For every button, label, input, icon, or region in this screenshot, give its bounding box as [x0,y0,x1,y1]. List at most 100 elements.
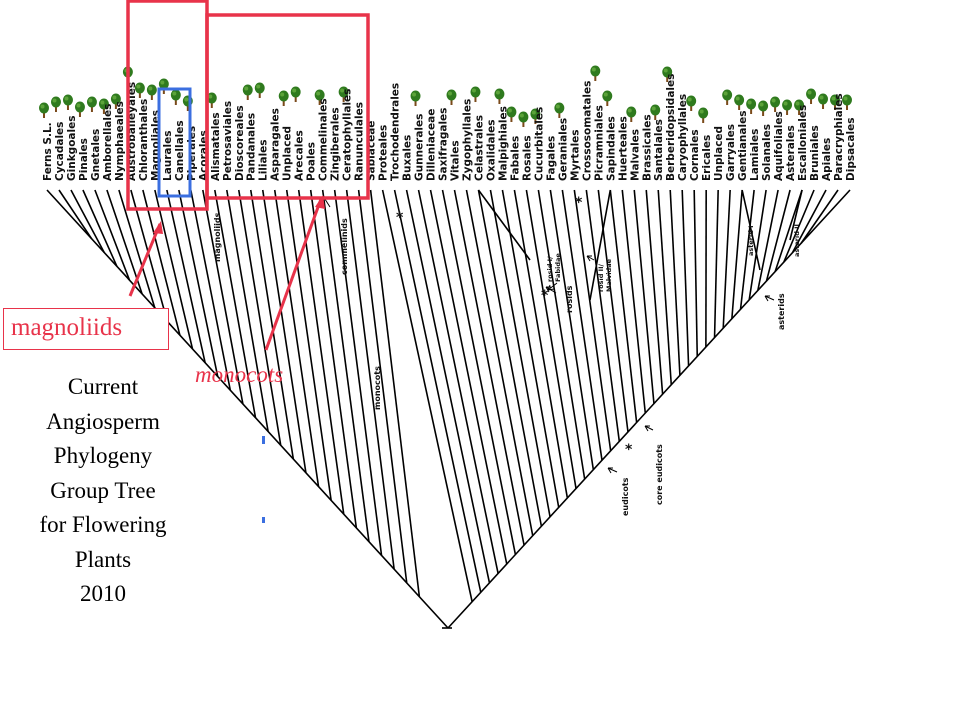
tree-icon [590,65,601,81]
taxon-label: Zygophyllales [462,99,474,181]
branch [70,189,105,253]
tree-branches [46,189,851,629]
tree-icon [50,96,61,112]
taxon-label: Dioscoreales [234,105,246,181]
taxon-label: Ferns S.L. [42,122,54,181]
monocots-highlight-box [205,13,370,200]
tree-icon [338,86,349,102]
branch [225,189,269,432]
caption-line-2: Angiosperm [46,408,160,434]
tree-icon [650,104,661,120]
taxon-label: Berberidopsidales [665,74,677,181]
taxon-label: Myrtales [569,129,581,181]
tree-icon [806,88,817,104]
branch [657,189,673,385]
arrow-core-eudicots [644,425,654,432]
clade-label-monocots: monocots [373,366,382,410]
branch [774,189,803,272]
caption-line-1: Current [67,374,139,399]
taxon-label: Buxales [402,135,414,181]
tree-icon [242,84,253,100]
branch [537,189,586,480]
taxon-label: Unplaced [282,126,294,181]
taxon-label: Rosales [521,135,533,181]
arrow-eudicots [607,467,618,474]
branch [381,189,473,602]
tree-icon [39,102,49,118]
tree-icon [62,94,73,110]
tree-icon [98,98,109,114]
tree-icon [686,95,697,111]
taxon-label: Cornales [689,129,701,181]
tree-icon [86,96,97,112]
tree-icon [818,93,829,109]
tree-icon [158,78,169,94]
taxon-label: Ranunculales [354,102,366,181]
taxon-label: Paracryphiales [833,93,845,181]
branch [166,189,206,363]
tree-icon [554,102,565,118]
taxon-label: Picramniales [593,105,605,181]
branch [713,189,719,338]
taxon-label: Aquifoliales [773,111,785,181]
clade-label-commelinids: commelinids [340,218,349,275]
branch [489,189,551,517]
taxon-label: Malvales [629,129,641,181]
clade-label-magnoliids: magnoliids [213,212,222,262]
tree-icon [782,99,793,115]
taxon-label: Fabales [509,136,521,181]
branch [621,189,647,414]
branch [261,189,307,473]
rosid-i-line2: Fabidae [554,253,562,282]
branch [214,189,257,418]
taxon-label: Asparagales [270,108,282,181]
branch [82,189,118,267]
branch [501,189,560,508]
taxon-label: Unplaced [713,126,725,181]
branch [202,189,244,405]
branch [190,189,232,391]
branch [357,189,408,584]
tree-icon [74,101,85,117]
tree-icon [734,94,745,110]
taxon-label: Ceratophyllales [342,89,354,181]
branch [345,189,395,570]
asterid-ii-branch [789,189,803,241]
magnoliales-laurales-blue-box [157,87,192,198]
taxon-label: Chloranthales [138,99,150,181]
taxon-label: Sapindales [605,116,617,181]
branch [417,189,499,574]
branch [633,189,655,404]
taxon-label: Escalloniales [797,105,809,181]
branch [561,189,603,461]
taxon-label: Santalales [653,119,665,181]
branch [645,189,664,395]
branch [739,189,755,310]
taxon-label: Brassicales [641,114,653,181]
branch [441,189,517,555]
tree-icon [206,92,217,108]
clade-label-rosids: rosids [565,285,574,313]
clade-label-rosid-i: rosid I/Fabidae [546,253,562,282]
arrow-rosids [545,286,557,294]
branch [800,189,839,244]
taxon-label: Caryophyllales [677,94,689,181]
branch [142,189,181,336]
rosid-i-line1: rosid I/ [546,256,554,282]
branch [106,189,143,295]
branch [405,189,491,584]
taxon-label: Poales [306,142,318,181]
tree-icon [470,86,481,102]
branch [609,189,638,423]
tree-icons [39,65,852,127]
tree-icon [794,99,805,115]
monocots-pointer-line [264,198,323,351]
branch [722,189,731,329]
taxon-label: Huerteales [617,116,629,181]
tree-icon [530,108,541,124]
tree-icon [518,111,529,127]
clade-label-asterid-ii: asterid II [793,224,801,257]
tree-icon [314,89,325,105]
branch [791,189,827,254]
